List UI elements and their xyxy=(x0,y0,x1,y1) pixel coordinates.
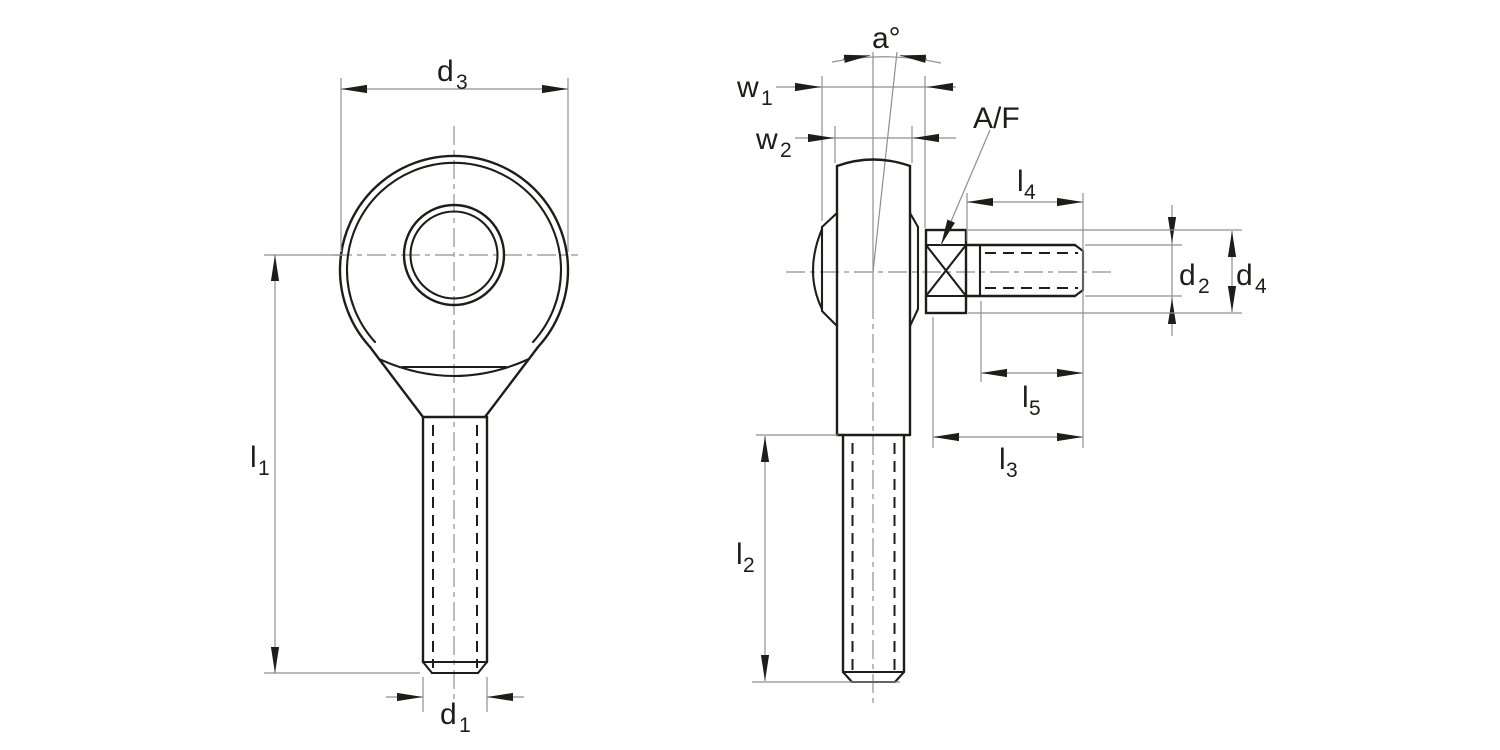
label-l5-sub: 5 xyxy=(1029,397,1041,420)
ball-chamfer-top-right xyxy=(908,211,920,229)
dim-angle: a° xyxy=(831,22,942,64)
angle-arrow-right xyxy=(899,54,928,63)
label-d1-sub: 1 xyxy=(459,714,471,737)
af-leader-line xyxy=(940,129,991,246)
housing-dome xyxy=(835,158,912,168)
angle-arrow-left xyxy=(842,54,871,63)
taper-left xyxy=(368,345,425,419)
side-shank-chamfer-left xyxy=(841,670,854,684)
dim-d3: d 3 xyxy=(340,55,569,252)
bore-inner-circle xyxy=(409,210,499,300)
label-l3: l xyxy=(999,443,1006,476)
label-l3-sub: 3 xyxy=(1006,459,1018,482)
dim-af: A/F xyxy=(940,102,1020,246)
dim-l3: l 3 xyxy=(932,317,1083,482)
ball-seat-arc xyxy=(377,357,531,377)
label-l5: l xyxy=(1022,381,1029,414)
label-angle: a° xyxy=(872,22,901,55)
dim-l4: l 4 xyxy=(966,165,1084,448)
ball-chamfer-top-left xyxy=(820,211,839,229)
dim-w2: w 2 xyxy=(755,123,956,163)
label-d2-sub: 2 xyxy=(1198,275,1210,298)
ball-chamfer-bottom-left xyxy=(820,309,839,328)
label-l1: l xyxy=(250,441,257,474)
stud-chamfer-bottom xyxy=(1073,288,1085,298)
ball-arc-left xyxy=(811,227,824,311)
label-l4: l xyxy=(1017,165,1024,198)
dim-d2: d 2 xyxy=(1085,205,1210,336)
label-w1: w xyxy=(736,71,759,104)
dim-d1: d 1 xyxy=(386,677,524,737)
eye-outer-contour xyxy=(338,154,570,349)
shank-chamfer-left xyxy=(421,660,434,675)
label-l1-sub: 1 xyxy=(258,457,270,480)
label-l4-sub: 4 xyxy=(1024,181,1036,204)
label-d3-sub: 3 xyxy=(456,71,468,94)
label-d3: d xyxy=(437,55,454,88)
label-w2-sub: 2 xyxy=(780,139,792,162)
stud-chamfer-top xyxy=(1073,243,1085,253)
label-d1: d xyxy=(440,698,457,731)
label-af: A/F xyxy=(973,102,1020,135)
dim-w1: w 1 xyxy=(736,71,956,228)
label-d4-sub: 4 xyxy=(1255,275,1267,298)
angle-arc xyxy=(831,56,942,64)
side-shank-chamfer-right xyxy=(893,670,906,684)
dim-l5: l 5 xyxy=(980,301,1083,420)
label-w2: w xyxy=(755,123,778,156)
front-view xyxy=(333,126,578,706)
eye-inner-contour xyxy=(345,161,563,344)
dim-d4: d 4 xyxy=(968,229,1267,314)
label-l2: l xyxy=(736,538,743,571)
label-l2-sub: 2 xyxy=(743,554,755,577)
label-d2: d xyxy=(1179,259,1196,292)
angle-tilted-line xyxy=(872,51,898,273)
label-w1-sub: 1 xyxy=(761,87,773,110)
dim-l2: l 2 xyxy=(736,434,900,683)
shank-chamfer-right xyxy=(476,660,489,675)
flats-cross-2 xyxy=(924,243,968,298)
taper-right xyxy=(483,345,540,419)
dim-l1: l 1 xyxy=(250,254,420,674)
bore-outer-circle xyxy=(402,203,506,307)
label-d4: d xyxy=(1236,259,1253,292)
ball-chamfer-bottom-right xyxy=(908,307,920,328)
